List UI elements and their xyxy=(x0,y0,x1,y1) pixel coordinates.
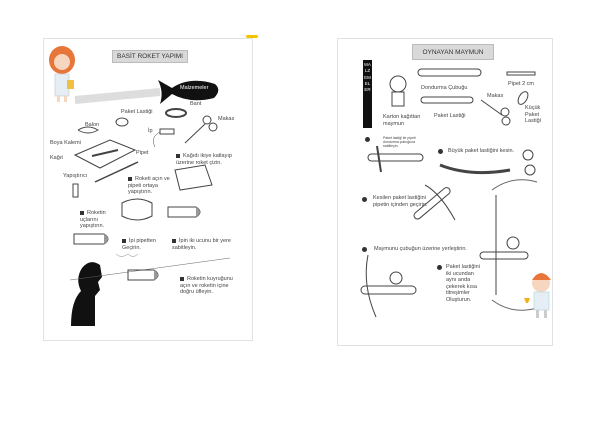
material-scissors: Makas xyxy=(218,116,235,122)
monkey-step-3: Kesilen paket lastiğini pipetin içinden … xyxy=(373,195,428,208)
monkey-step-1: Paket lastiği ile pipeti dondurma çubuğu… xyxy=(383,136,416,149)
step-4-bullet xyxy=(362,247,367,252)
material-balloon: Balon xyxy=(85,122,100,128)
teacher-illustration xyxy=(49,46,75,102)
material-rubber-band: Paket Lastiği xyxy=(121,109,153,115)
monkey-step-4: Maymunu çubuğun üzerine yerleştirin. xyxy=(374,246,467,252)
rocket-step-4: İpi pipetten Geçirin. xyxy=(122,238,156,251)
left-page-title: BASİT ROKET YAPIMI xyxy=(112,50,188,63)
material-paper: Kağıt xyxy=(50,155,63,161)
material-straw: Pipet xyxy=(136,150,149,156)
material-rubber-band-right: Paket Lastiği xyxy=(434,113,466,119)
materials-fish-shape xyxy=(158,80,219,104)
step-3-bullet xyxy=(362,197,367,202)
step-2-bullet xyxy=(438,149,443,154)
rocket-step-2: Roketi açın ve pipeti ortaya yapıştırın. xyxy=(128,176,170,195)
materials-label: Malzemeler xyxy=(180,85,209,91)
material-scissors-right: Makas xyxy=(487,93,504,99)
yellow-mark xyxy=(246,35,258,38)
monkey-step-2: Büyük paket lastiğini kesin. xyxy=(448,148,515,154)
right-page xyxy=(337,38,553,346)
material-tape: Bant xyxy=(190,101,202,107)
rocket-step-6: Roketin kuyruğunu açın ve roketin içine … xyxy=(180,276,233,295)
monkey-step-5: Paket lastiğini iki ucundan aynı anda çe… xyxy=(446,264,480,303)
materials-vertical-bar xyxy=(363,60,372,128)
material-straw-2cm: Pipet 2 cm xyxy=(508,81,534,87)
material-glue: Yapıştırıcı xyxy=(63,173,88,179)
material-string: İp xyxy=(148,128,153,134)
material-small-band: Küçük Paket Lastiği xyxy=(525,105,541,124)
material-stick: Dondurma Çubuğu xyxy=(421,85,468,91)
step-1-bullet xyxy=(365,137,370,142)
rocket-step-1: Kağıdı ikiye katlayıp üzerine roket çizi… xyxy=(176,153,232,166)
rocket-step-5: İpin iki ucunu bir yere sabitleyin. xyxy=(172,238,231,251)
left-page xyxy=(43,38,253,341)
step-5-bullet xyxy=(437,265,442,270)
materials-vertical-label: MALZEMELER xyxy=(364,62,371,93)
right-page-title: OYNAYAN MAYMUN xyxy=(412,44,494,60)
material-crayon: Boya Kalemi xyxy=(50,140,81,146)
boy-trophy-illustration xyxy=(524,273,551,318)
material-monkey: Karton kağıttan maymun xyxy=(383,114,421,127)
rocket-step-3: Roketin uçlarını yapıştırın. xyxy=(80,210,106,229)
boy-illustration xyxy=(71,262,102,326)
